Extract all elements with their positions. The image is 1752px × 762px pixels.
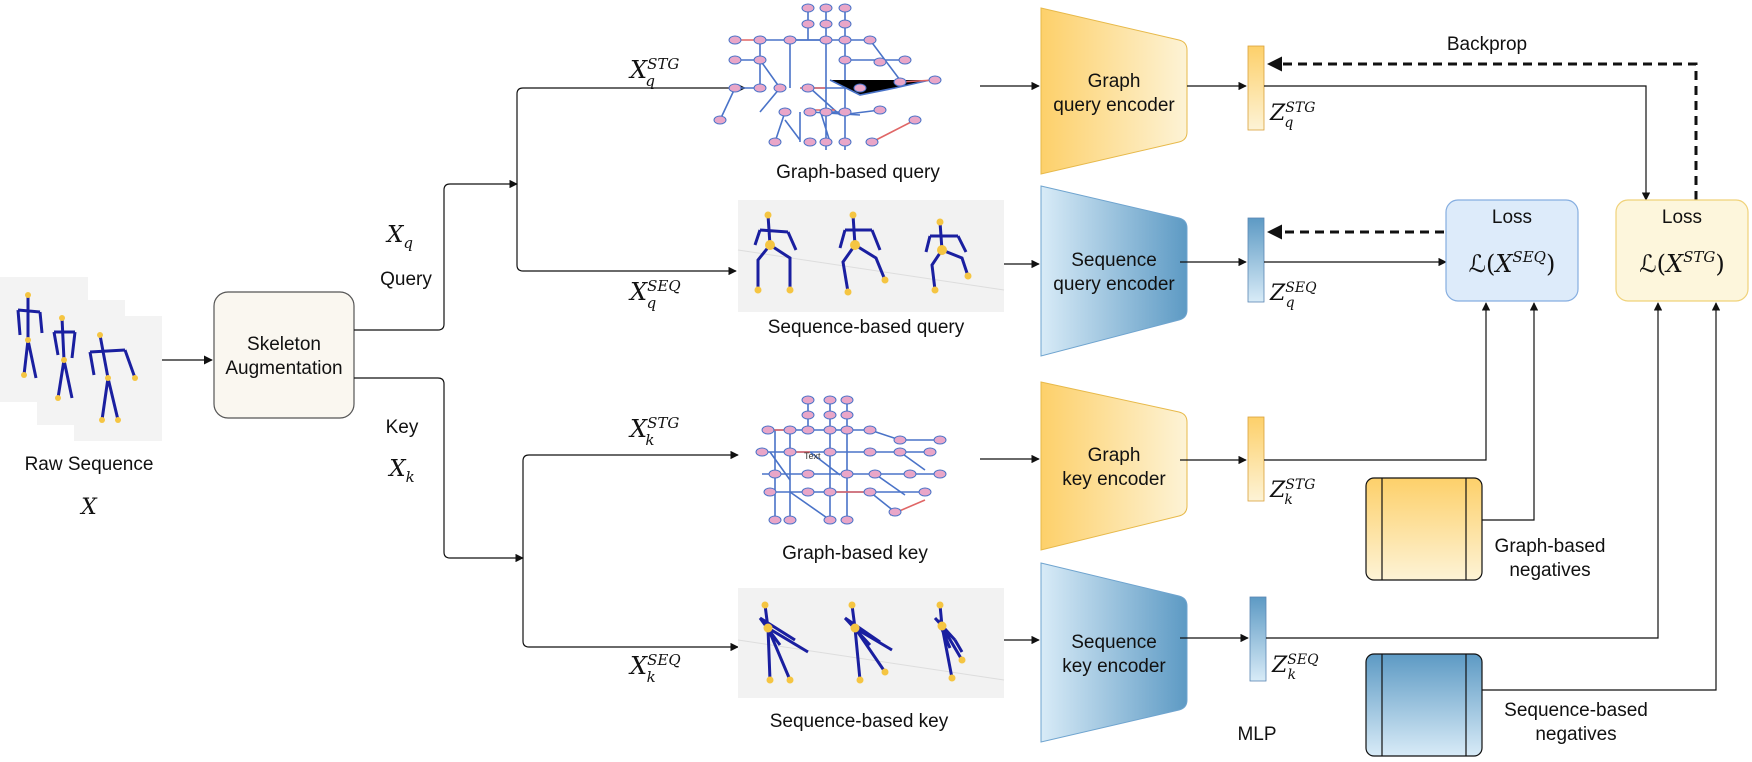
- sequence-query-view: [737, 200, 1005, 312]
- augmentation-label-line2: Augmentation: [225, 358, 342, 379]
- encoder-to-feature-arrows: [1180, 81, 1249, 643]
- loss-stg-box: [1615, 199, 1749, 302]
- sequence-negatives-label-line1: Sequence-based: [1504, 700, 1648, 721]
- key-symbol: Xk: [387, 456, 414, 486]
- zk-seq-feature-bar: [1249, 596, 1267, 682]
- feature-to-loss-connectors: [1264, 85, 1721, 691]
- zq-stg-feature-bar: [1247, 45, 1265, 131]
- sequence-query-encoder: [1040, 185, 1188, 357]
- loss-seq-box: [1445, 199, 1579, 302]
- branch-connectors: [354, 83, 746, 652]
- sequence-key-encoder: [1040, 562, 1188, 743]
- sequence-key-caption: Sequence-based key: [770, 711, 949, 732]
- query-label: Query: [380, 269, 432, 290]
- view-to-encoder-arrows: [980, 81, 1040, 645]
- sequence-query-encoder-line2: query encoder: [1053, 274, 1175, 295]
- graph-key-view: Text: [755, 395, 947, 525]
- sequence-key-encoder-line2: key encoder: [1062, 656, 1166, 677]
- backprop-label: Backprop: [1447, 34, 1527, 55]
- query-symbol: Xq: [385, 222, 413, 252]
- zk-stg-feature-bar: [1247, 416, 1265, 502]
- sequence-query-encoder-line1: Sequence: [1071, 250, 1157, 271]
- graph-key-encoder: [1040, 381, 1188, 551]
- key-label: Key: [386, 417, 419, 438]
- raw-sequence-symbol: X: [79, 495, 98, 520]
- graph-negatives-label-line2: negatives: [1509, 560, 1590, 581]
- zq-seq-feature-bar: [1247, 217, 1265, 303]
- graph-key-encoder-line2: key encoder: [1062, 469, 1166, 490]
- graph-query-encoder-line2: query encoder: [1053, 95, 1175, 116]
- loss-stg-title: Loss: [1662, 207, 1702, 228]
- mlp-label: MLP: [1237, 724, 1276, 745]
- augmentation-label-line1: Skeleton: [247, 334, 321, 355]
- sequence-negatives-queue: [1365, 653, 1483, 757]
- graph-negatives-queue: [1365, 477, 1483, 581]
- sequence-negatives-label-line2: negatives: [1535, 724, 1616, 745]
- raw-sequence-stack: [0, 277, 162, 441]
- graph-key-encoder-line1: Graph: [1088, 445, 1141, 466]
- raw-sequence-label: Raw Sequence: [25, 454, 154, 475]
- graph-query-encoder: [1040, 7, 1188, 175]
- loss-seq-formula: ℒ(XSEQ): [1469, 248, 1556, 278]
- graph-query-caption: Graph-based query: [776, 162, 940, 183]
- loss-stg-formula: ℒ(XSTG): [1639, 248, 1724, 278]
- sequence-key-view: [737, 588, 1005, 698]
- graph-query-encoder-line1: Graph: [1088, 71, 1141, 92]
- graph-negatives-label-line1: Graph-based: [1495, 536, 1606, 557]
- backprop-arrows: [1267, 56, 1698, 240]
- augmentation-box: [213, 291, 355, 419]
- graph-query-view: [713, 3, 942, 150]
- graph-key-caption: Graph-based key: [782, 543, 928, 564]
- sequence-query-caption: Sequence-based query: [768, 317, 965, 338]
- sequence-key-encoder-line1: Sequence: [1071, 632, 1157, 653]
- loss-seq-title: Loss: [1492, 207, 1532, 228]
- graph-key-node-text: Text: [804, 451, 821, 461]
